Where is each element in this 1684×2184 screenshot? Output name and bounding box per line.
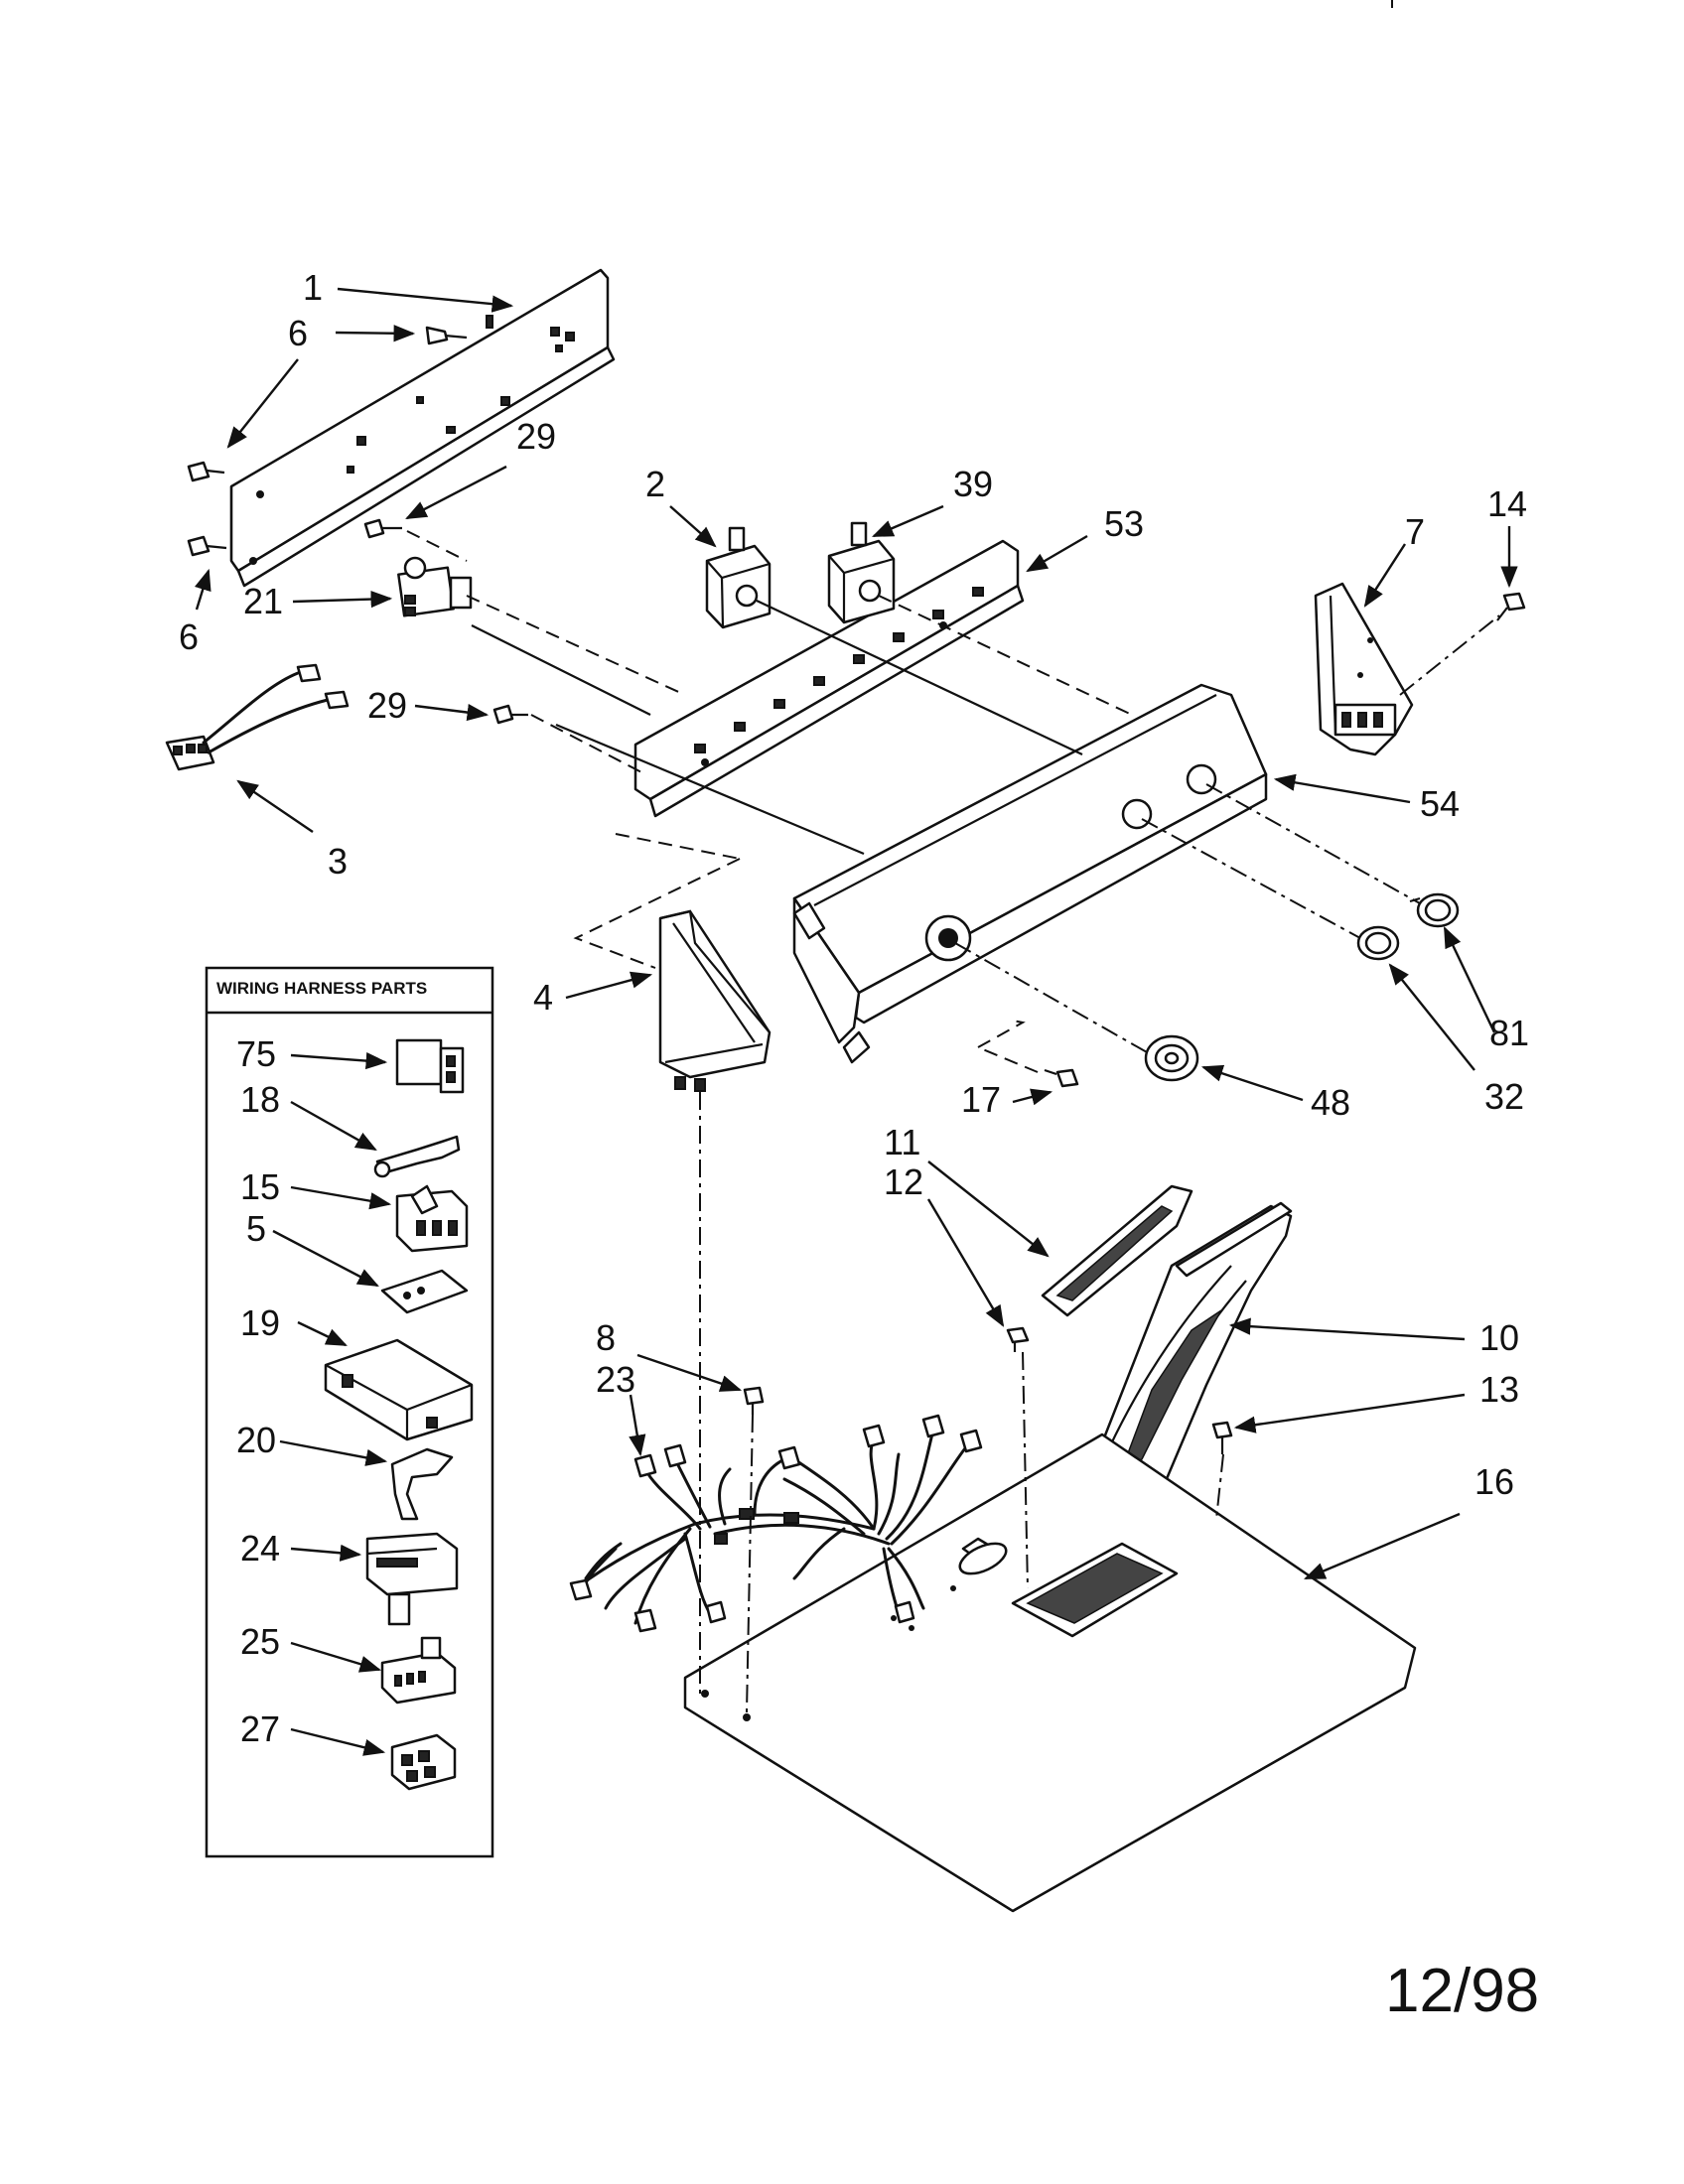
knob-32 [1356,925,1400,961]
control-panel-bracket [229,268,616,588]
screw-13 [1211,1421,1233,1454]
callout-24: 24 [240,1528,281,1569]
wire-harness-3 [165,663,350,771]
callout-1: 1 [303,267,324,308]
screw-17 [1044,1068,1079,1088]
callout-12: 12 [884,1161,924,1202]
callout-23: 23 [596,1359,636,1400]
callout-39: 39 [953,464,994,504]
callout-81: 81 [1489,1013,1530,1053]
callout-14: 14 [1487,483,1528,524]
callout-18: 18 [240,1079,281,1120]
end-cap-7 [1314,582,1414,756]
callout-4: 4 [533,977,554,1018]
screw-14 [1496,592,1526,621]
callout-54: 54 [1420,783,1461,824]
terminal-18 [373,1135,461,1178]
callout-16: 16 [1474,1461,1515,1502]
projection-lines [406,530,1500,1713]
access-cover-11 [1041,1184,1193,1317]
revision-date: 12/98 [1385,1957,1540,2025]
callout-2: 2 [645,464,666,504]
knob-48 [1144,1034,1199,1082]
base-16 [683,1433,1417,1913]
callout-7: 7 [1405,511,1426,552]
wiring-harness-parts-box [205,966,494,1858]
main-wire-harness-23 [569,1414,983,1633]
switch-21 [397,556,473,617]
connector-24 [365,1532,459,1626]
wiring-harness-title: WIRING HARNESS PARTS [216,979,428,998]
callout-10: 10 [1479,1317,1520,1358]
selector-2 [705,526,772,629]
callout-20: 20 [236,1420,277,1460]
callout-53: 53 [1104,503,1145,544]
screw-29-lower [492,704,528,725]
junction-block-4 [658,909,772,1092]
callout-17: 17 [961,1079,1002,1120]
callout-19: 19 [240,1302,281,1343]
screw-6-left-lower [187,535,227,557]
mounting-rail-53 [633,539,1025,818]
connector-25 [380,1636,457,1705]
callout-8: 8 [596,1317,617,1358]
connector-75 [395,1038,465,1094]
callout-21: 21 [243,581,284,621]
callout-29-upper: 29 [516,416,557,457]
callout-11: 11 [884,1122,921,1162]
callout-6-top: 6 [288,313,309,353]
connector-15 [395,1184,469,1253]
callout-32: 32 [1484,1076,1525,1117]
clip-20 [390,1447,454,1521]
callout-29-lower: 29 [367,685,408,726]
callout-15: 15 [240,1166,281,1207]
screw-6-left-upper [187,461,225,482]
callout-6-left: 6 [179,616,200,657]
callout-5: 5 [246,1208,267,1249]
clip-12 [1006,1326,1030,1352]
callout-13: 13 [1479,1369,1520,1410]
clip-8 [743,1386,765,1415]
callout-25: 25 [240,1621,281,1662]
callout-27: 27 [240,1708,281,1749]
screw-6-top [425,326,468,345]
callout-75: 75 [236,1033,277,1074]
leader-arrows [195,287,1518,1580]
screw-29-upper [363,518,402,539]
knob-81 [1409,892,1460,928]
selector-39 [827,521,896,624]
callout-48: 48 [1311,1082,1351,1123]
callout-3: 3 [328,841,349,882]
console-panel-54 [792,683,1268,1064]
connector-27 [390,1733,457,1791]
connector-19 [324,1338,474,1441]
connector-5 [380,1269,469,1314]
